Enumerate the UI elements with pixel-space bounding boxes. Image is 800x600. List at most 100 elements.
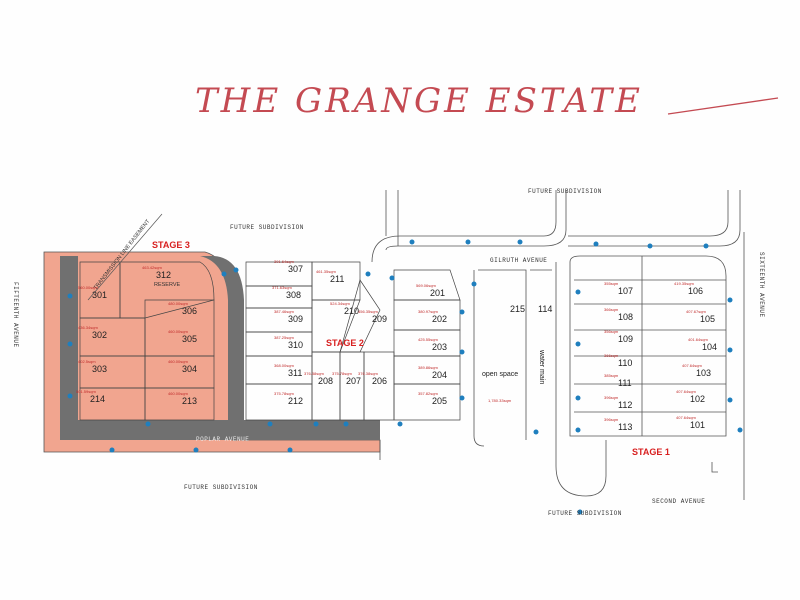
lot-201-area: 569.06sqm [416, 283, 436, 288]
roads [60, 256, 380, 440]
lot-307-number: 307 [288, 264, 303, 274]
lot-105-area: 407.67sqm [686, 309, 706, 314]
stage3-lots [79, 213, 215, 421]
sixteenth-avenue-label: SIXTEENTH AVENUE [758, 252, 765, 318]
lot-302-area: 436.34sqm [78, 325, 98, 330]
future-subdivision-top: FUTURE SUBDIVISION [528, 188, 602, 195]
lot-212-area: 375.78sqm [274, 391, 294, 396]
lot-210-area: 524.34sqm [330, 301, 350, 306]
lot-102-number: 102 [690, 394, 705, 404]
lot-208-area: 376.38sqm [304, 371, 324, 376]
lot-308-number: 308 [286, 290, 301, 300]
lot-113-number: 113 [618, 422, 632, 432]
water-main-label: water main [538, 349, 545, 384]
fifteenth-avenue-label: FIFTEENTH AVENUE [12, 282, 19, 348]
lot-304-area: 460.00sqm [168, 359, 188, 364]
poplar-avenue-label: POPLAR AVENUE [196, 436, 249, 443]
lot-103-number: 103 [696, 368, 711, 378]
lot-108-number: 108 [618, 312, 633, 322]
lot-213-area: 460.00sqm [168, 391, 188, 396]
open-space-area: 1,780.33sqm [488, 398, 512, 403]
lot-204-area: 389.86sqm [418, 365, 438, 370]
lot-211-number: 211 [330, 274, 344, 284]
lot-302-number: 302 [92, 330, 107, 340]
lot-209-number: 209 [372, 314, 387, 324]
lot-215-number: 215 [510, 304, 525, 314]
lot-207-area: 375.78sqm [332, 371, 352, 376]
drainage-pits [67, 239, 743, 515]
lot-308-area: 371.63sqm [272, 285, 292, 290]
lot-211-area: 461.35sqm [316, 269, 336, 274]
lot-201-number: 201 [430, 288, 445, 298]
lot-202-area: 380.97sqm [418, 309, 438, 314]
gilruth-avenue-label: GILRUTH AVENUE [490, 257, 547, 264]
lot-210-number: 210 [344, 306, 359, 316]
lot-112-area: 396sqm [604, 395, 619, 400]
lot-312-number: 312 [156, 270, 171, 280]
lot-204-number: 204 [432, 370, 447, 380]
lot-206-area: 376.38sqm [358, 371, 378, 376]
future-subdivision-bottom-left: FUTURE SUBDIVISION [184, 484, 258, 491]
lot-105-number: 105 [700, 314, 715, 324]
lot-108-area: 366sqm [604, 307, 619, 312]
lot-112-number: 112 [618, 400, 632, 410]
lot-312-area: 463.42sqm [142, 265, 162, 270]
lot-214-number: 214 [90, 394, 105, 404]
stage-1-label: STAGE 1 [632, 447, 670, 457]
lot-311-area: 368.00sqm [274, 363, 294, 368]
lot-303-area: 402.5sqm [78, 359, 96, 364]
open-space-label: open space [482, 371, 518, 378]
stage-3-label: STAGE 3 [152, 240, 190, 250]
lot-303-number: 303 [92, 364, 107, 374]
lot-309-number: 309 [288, 314, 303, 324]
lot-104-area: 401.64sqm [688, 337, 708, 342]
future-subdivision-bottom-right: FUTURE SUBDIVISION [548, 510, 622, 517]
lot-111-area: 385sqm [604, 373, 619, 378]
lot-306-area: 480.00sqm [168, 301, 188, 306]
signature-line [667, 97, 779, 115]
lot-305-area: 460.00sqm [168, 329, 188, 334]
reserve-label: RESERVE [154, 282, 181, 288]
lot-214-area: 501.59sqm [76, 389, 96, 394]
estate-title: THE GRANGE ESTATE [195, 81, 643, 121]
lot-101-number: 101 [690, 420, 705, 430]
lot-207-number: 207 [346, 376, 361, 386]
lot-304-number: 304 [182, 364, 197, 374]
lot-209-area: 456.35sqm [358, 309, 378, 314]
lot-305-number: 305 [182, 334, 197, 344]
lot-102-area: 407.64sqm [676, 389, 696, 394]
future-subdivision-left: FUTURE SUBDIVISION [230, 224, 304, 231]
kerb-lines [371, 190, 745, 500]
lot-205-number: 205 [432, 396, 447, 406]
lot-310-number: 310 [288, 340, 303, 350]
lot-106-number: 106 [688, 286, 703, 296]
lot-104-number: 104 [702, 342, 717, 352]
lot-107-area: 355sqm [604, 281, 619, 286]
lot-311-number: 311 [288, 368, 302, 378]
lot-103-area: 407.64sqm [682, 363, 702, 368]
lot-301-area: 560.00sqm [78, 285, 98, 290]
lot-208-number: 208 [318, 376, 333, 386]
stage2-lots [245, 261, 461, 421]
lot-107-number: 107 [618, 286, 633, 296]
lot-109-area: 356sqm [604, 329, 619, 334]
lot-309-area: 387.46sqm [274, 309, 294, 314]
lot-306-number: 306 [182, 306, 197, 316]
lot-109-number: 109 [618, 334, 633, 344]
lot-213-number: 213 [182, 396, 197, 406]
lot-110-number: 110 [618, 358, 632, 368]
lot-310-area: 387.25sqm [274, 335, 294, 340]
lot-202-number: 202 [432, 314, 447, 324]
lot-113-area: 396sqm [604, 417, 619, 422]
lot-111-number: 111 [618, 378, 632, 388]
lot-106-area: 419.35sqm [674, 281, 694, 286]
second-avenue-label: SECOND AVENUE [652, 498, 705, 505]
lot-206-number: 206 [372, 376, 387, 386]
lot-203-number: 203 [432, 342, 447, 352]
stage-2-label: STAGE 2 [326, 338, 364, 348]
lot-205-area: 357.82sqm [418, 391, 438, 396]
lot-301-number: 301 [92, 290, 107, 300]
lot-307-area: 391.64sqm [274, 259, 294, 264]
